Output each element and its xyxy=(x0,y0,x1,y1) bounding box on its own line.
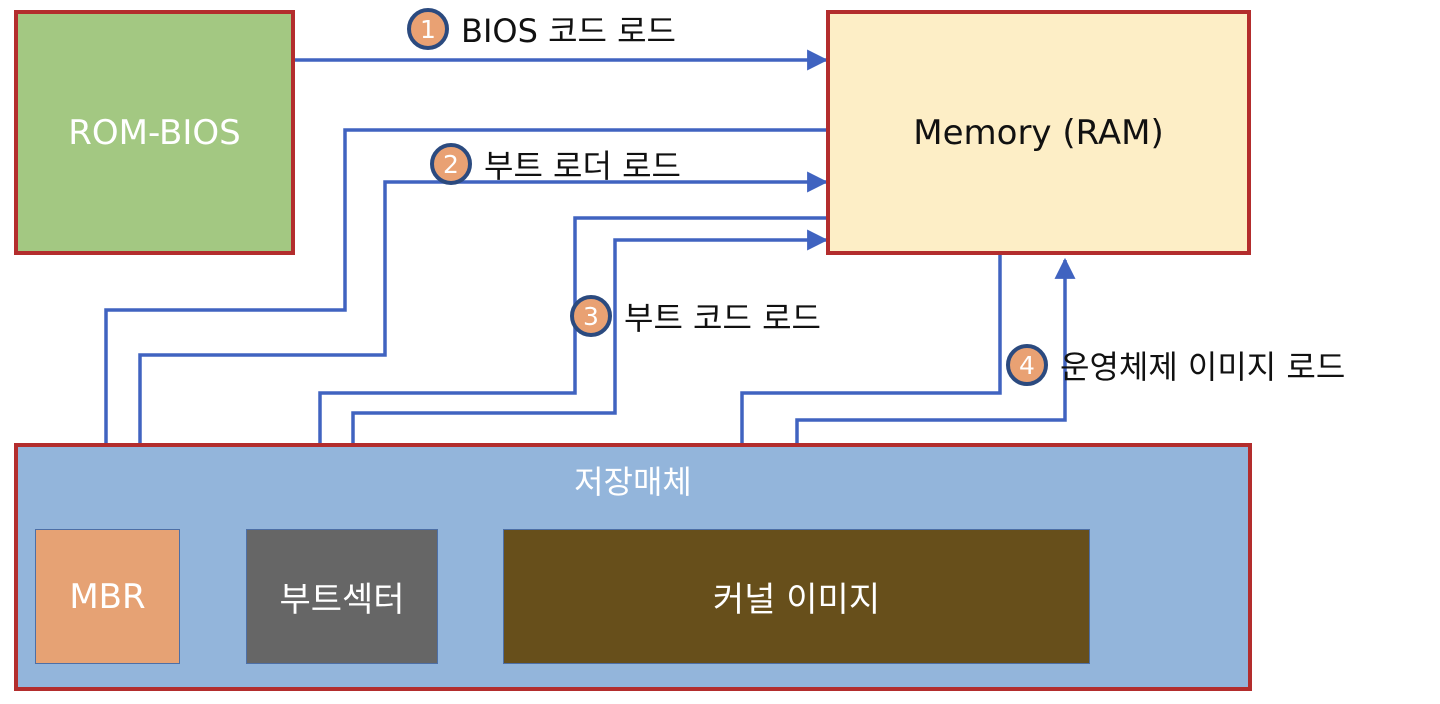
boot-sector-box: 부트섹터 xyxy=(246,529,438,664)
step-label: 부트 코드 로드 xyxy=(624,299,821,337)
step-label: 부트 로더 로드 xyxy=(484,147,681,185)
rom-bios-label: ROM-BIOS xyxy=(68,112,241,153)
step-label: BIOS 코드 로드 xyxy=(461,12,676,50)
step-number-badge: 1 xyxy=(407,8,449,50)
mbr-label: MBR xyxy=(69,576,146,617)
boot-sector-label: 부트섹터 xyxy=(279,580,405,620)
memory-ram-label: Memory (RAM) xyxy=(913,112,1164,153)
rom-bios-box: ROM-BIOS xyxy=(14,10,295,255)
step-label: 운영체제 이미지 로드 xyxy=(1060,348,1346,386)
step-2: 2 부트 로더 로드 xyxy=(430,141,681,187)
arrow-mbr-to-memory xyxy=(138,171,829,529)
kernel-image-label: 커널 이미지 xyxy=(712,580,881,620)
arrow-memory-to-mbr xyxy=(95,128,826,530)
mbr-box: MBR xyxy=(35,529,180,664)
step-number-badge: 4 xyxy=(1006,344,1048,386)
step-3: 3 부트 코드 로드 xyxy=(570,293,821,339)
arrow-memory-to-bootsector xyxy=(309,216,826,530)
step-number-badge: 3 xyxy=(570,295,612,337)
step-1: 1 BIOS 코드 로드 xyxy=(407,6,676,52)
step-4: 4 운영체제 이미지 로드 xyxy=(1006,342,1345,388)
kernel-image-box: 커널 이미지 xyxy=(503,529,1090,664)
memory-ram-box: Memory (RAM) xyxy=(826,10,1251,255)
step-number-badge: 2 xyxy=(430,143,472,185)
storage-media-label: 저장매체 xyxy=(574,463,692,501)
